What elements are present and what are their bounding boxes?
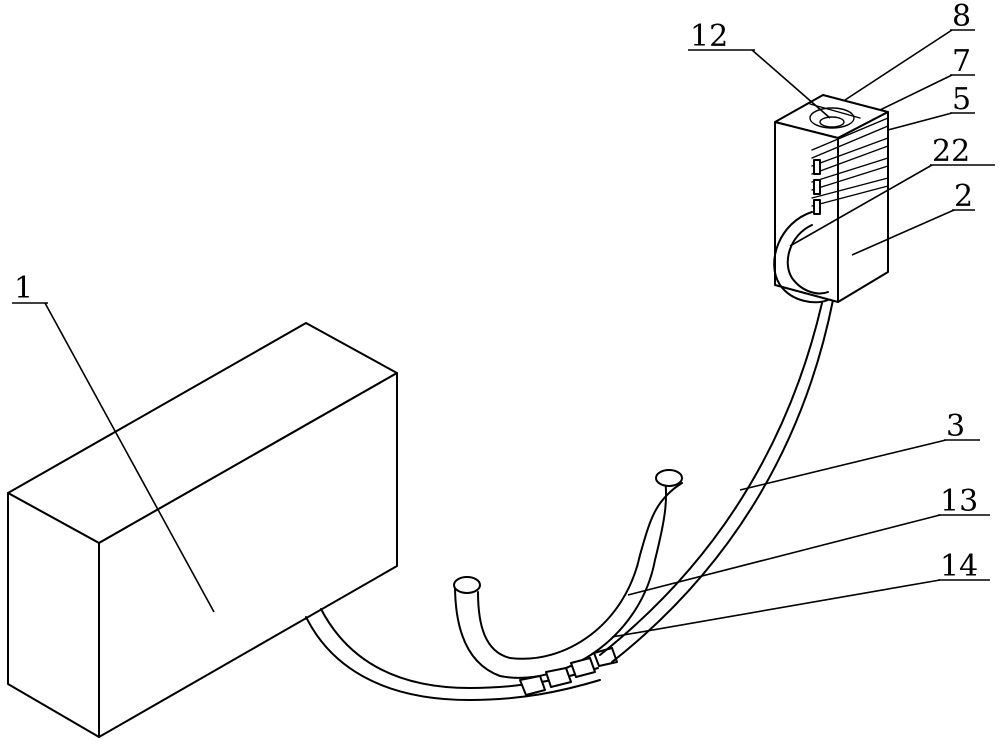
box-right-face xyxy=(98,372,398,738)
label-3: 3 xyxy=(946,409,965,444)
signal-cable xyxy=(599,299,834,663)
strap-loop xyxy=(773,211,829,304)
device-housing xyxy=(773,94,889,304)
label-7: 7 xyxy=(952,44,971,79)
labels: 1 12 8 7 5 22 2 3 13 14 xyxy=(14,0,978,584)
device-left-face xyxy=(774,121,839,303)
u-shaped-tube xyxy=(453,469,683,679)
fins xyxy=(811,117,889,215)
leader-lines xyxy=(12,29,995,638)
box-unit xyxy=(7,322,398,738)
label-12: 12 xyxy=(690,19,728,54)
tube-end-left xyxy=(453,576,481,594)
label-5: 5 xyxy=(952,82,971,117)
label-2: 2 xyxy=(954,179,973,214)
label-8: 8 xyxy=(952,0,971,34)
label-1: 1 xyxy=(14,271,33,306)
label-22: 22 xyxy=(932,134,970,169)
top-hole xyxy=(809,107,855,129)
label-13: 13 xyxy=(940,484,978,519)
tube-end-right xyxy=(655,469,683,487)
label-14: 14 xyxy=(940,549,978,584)
